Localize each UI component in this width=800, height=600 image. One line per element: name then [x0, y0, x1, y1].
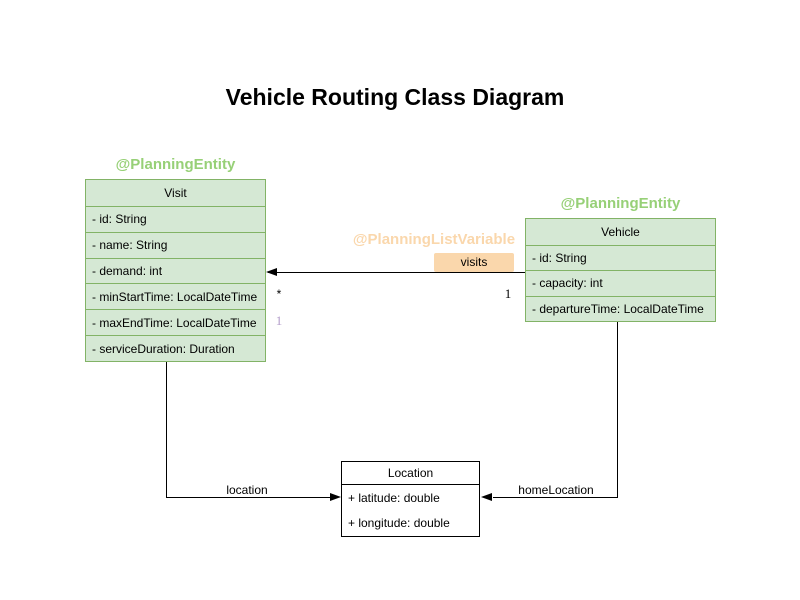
location-class-box: Location + latitude: double + longitude:…	[341, 461, 480, 537]
visit-attribute-service-duration: - serviceDuration: Duration	[86, 335, 265, 361]
visit-attribute-demand: - demand: int	[86, 257, 265, 284]
visit-class-box: Visit - id: String - name: String - dema…	[85, 179, 266, 362]
visits-arrowhead-icon	[266, 268, 277, 276]
location-edge-vertical-line	[166, 362, 167, 497]
visit-planning-entity-annotation: @PlanningEntity	[115, 156, 236, 173]
visit-attribute-min-start-time: - minStartTime: LocalDateTime	[86, 283, 265, 309]
visit-attribute-id: - id: String	[86, 205, 265, 232]
location-class-title: Location	[342, 462, 479, 485]
vehicle-class-title: Vehicle	[601, 224, 640, 239]
location-attribute-latitude: + latitude: double	[348, 490, 440, 505]
planning-list-variable-annotation: @PlanningListVariable	[352, 231, 516, 248]
visits-edge-line	[268, 272, 525, 273]
visit-attribute-max-end-time: - maxEndTime: LocalDateTime	[86, 309, 265, 335]
visits-source-multiplicity: 1	[504, 286, 512, 301]
location-arrowhead-icon	[330, 493, 341, 501]
vehicle-class-box: Vehicle - id: String - capacity: int - d…	[525, 218, 716, 322]
vehicle-attribute-id: - id: String	[526, 244, 715, 271]
location-attribute-longitude: + longitude: double	[348, 516, 450, 531]
location-edge-label: location	[226, 483, 268, 497]
vehicle-attribute-departure-time: - departureTime: LocalDateTime	[526, 295, 715, 322]
visit-attribute-name: - name: String	[86, 231, 265, 258]
visit-class-title: Visit	[164, 185, 187, 200]
diagram-title: Vehicle Routing Class Diagram	[225, 84, 565, 110]
vehicle-planning-entity-annotation: @PlanningEntity	[560, 195, 681, 212]
location-edge-horizontal-line	[166, 497, 331, 498]
home-location-arrowhead-icon	[481, 493, 492, 501]
vehicle-attribute-capacity: - capacity: int	[526, 270, 715, 296]
home-location-edge-horizontal-line	[493, 497, 618, 498]
home-location-edge-vertical-line	[617, 322, 618, 497]
home-location-edge-label: homeLocation	[518, 483, 594, 497]
visits-edge-label: visits	[434, 253, 514, 272]
visits-secondary-multiplicity: 1	[275, 313, 283, 328]
visits-target-multiplicity: *	[276, 287, 282, 301]
